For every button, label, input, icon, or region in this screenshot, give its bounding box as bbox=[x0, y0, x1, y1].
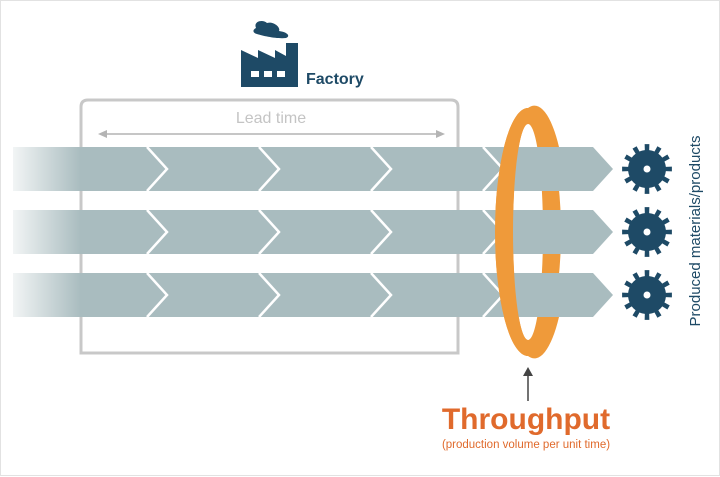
lead-time-arrow bbox=[98, 130, 445, 138]
lead-time-label: Lead time bbox=[236, 110, 306, 127]
factory-label: Factory bbox=[306, 71, 364, 88]
process-rows bbox=[1, 146, 613, 318]
factory-frame bbox=[79, 98, 460, 355]
throughput-pointer-arrow bbox=[523, 367, 533, 401]
throughput-title: Throughput bbox=[442, 403, 610, 436]
ring-top-cap bbox=[528, 105, 559, 147]
ring-front-arc bbox=[495, 108, 528, 356]
process-arrow bbox=[13, 147, 613, 191]
stage-separator bbox=[258, 146, 281, 192]
row-fade bbox=[1, 210, 81, 254]
process-arrow bbox=[13, 210, 613, 254]
process-arrow bbox=[13, 273, 613, 317]
stage-separator bbox=[146, 272, 169, 318]
throughput-ring bbox=[495, 105, 559, 359]
output-label: Produced materials/products bbox=[687, 136, 704, 327]
output-gears bbox=[622, 144, 672, 320]
stage-separator bbox=[370, 272, 393, 318]
process-row-1 bbox=[1, 146, 613, 192]
throughput-subtitle: (production volume per unit time) bbox=[442, 439, 610, 451]
stage-separator bbox=[258, 272, 281, 318]
row-fade bbox=[1, 273, 81, 317]
gear-icon bbox=[622, 270, 672, 320]
stage-separator bbox=[370, 209, 393, 255]
ring-bottom-cap bbox=[528, 317, 559, 359]
stage-separator bbox=[258, 209, 281, 255]
process-row-2 bbox=[1, 209, 613, 255]
factory-icon bbox=[241, 20, 298, 87]
gear-icon bbox=[622, 207, 672, 257]
stage-separator bbox=[146, 209, 169, 255]
process-row-3 bbox=[1, 272, 613, 318]
gear-icon bbox=[622, 144, 672, 194]
row-fade bbox=[1, 147, 81, 191]
stage-separator bbox=[146, 146, 169, 192]
stage-separator bbox=[370, 146, 393, 192]
